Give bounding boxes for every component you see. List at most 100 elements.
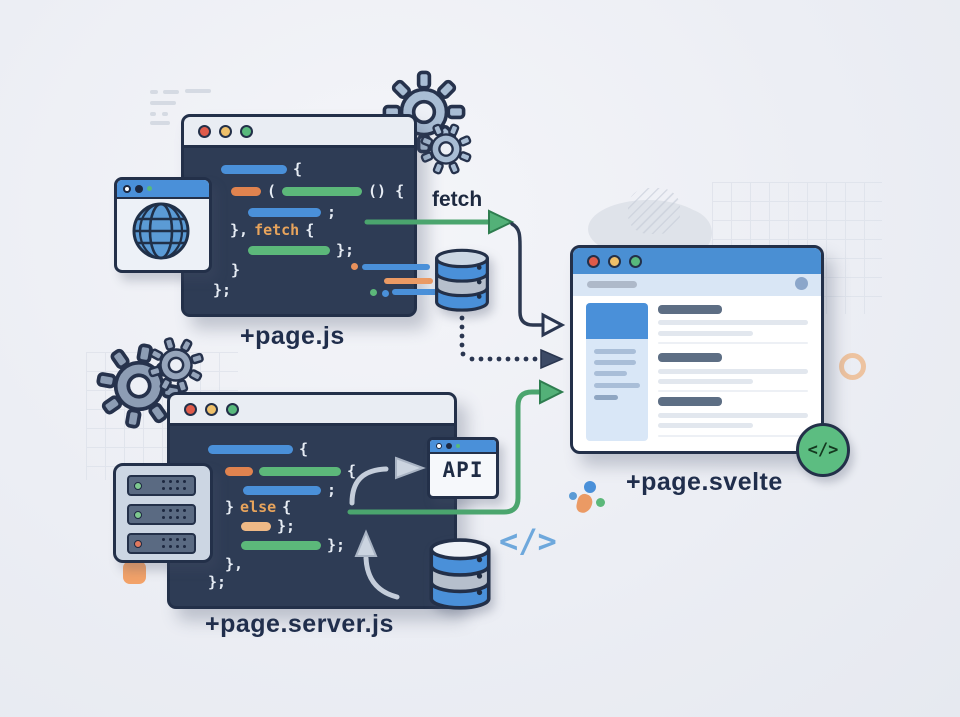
mini-dot-blue — [382, 290, 389, 297]
code-line: }; — [213, 283, 231, 298]
page-svelte-browser-window — [570, 245, 824, 454]
page-js-label: +page.js — [240, 322, 345, 350]
mini-dot-icon — [436, 443, 442, 449]
code-token: }; — [336, 241, 355, 259]
sidebar-hero-block — [586, 303, 648, 339]
dotted-db-connector — [459, 315, 564, 370]
gear-icon — [411, 114, 481, 184]
window-titlebar — [170, 395, 454, 426]
code-token: } — [225, 498, 235, 516]
code-pill-orange — [225, 466, 253, 476]
mini-bar-orange — [384, 278, 433, 284]
content-line — [658, 413, 808, 418]
code-pill-blue — [248, 207, 321, 217]
code-pill-green — [259, 466, 341, 476]
code-pill-blue — [208, 444, 293, 454]
decor-dot-green — [596, 498, 605, 507]
code-line: ( () { — [231, 182, 405, 200]
content-line — [658, 320, 808, 325]
code-token: ; — [327, 481, 337, 499]
vent-dots — [162, 537, 188, 550]
code-badge-icon: </> — [796, 423, 850, 477]
avatar — [795, 277, 808, 290]
code-line: }; — [241, 536, 346, 554]
status-led-green — [134, 510, 142, 519]
browser-titlebar — [573, 248, 821, 277]
mini-window-header — [117, 180, 209, 199]
mini-dot-orange — [351, 263, 358, 270]
text-dash-decor — [150, 112, 156, 116]
code-line: }, fetch { — [230, 221, 314, 239]
code-slash-glyph: </> — [499, 522, 557, 560]
content-line — [658, 379, 753, 384]
code-pill-green — [282, 186, 363, 196]
browser-globe-icon — [114, 177, 212, 273]
client-load-connector — [510, 222, 566, 338]
code-token: }; — [327, 536, 346, 554]
code-token: }; — [277, 517, 296, 535]
code-line: } else { — [225, 498, 292, 516]
orange-ring-decor — [839, 353, 866, 380]
code-badge-glyph: </> — [807, 440, 839, 460]
code-token: }, — [230, 221, 249, 239]
mini-dot-green — [370, 289, 377, 296]
code-line: { — [208, 440, 309, 458]
code-keyword-fetch: fetch — [254, 221, 300, 239]
mini-window-header — [430, 440, 496, 454]
code-token: }; — [208, 573, 227, 591]
server-unit — [127, 533, 196, 554]
code-pill-blue — [221, 164, 287, 174]
code-token: { — [299, 440, 309, 458]
decor-dot-blue-small — [569, 492, 577, 500]
mini-bar-blue — [392, 289, 439, 295]
content-heading-bar — [658, 353, 722, 362]
hatch-texture — [628, 188, 680, 234]
text-dash-decor — [150, 90, 158, 94]
content-line — [658, 369, 808, 374]
text-dash-decor — [150, 101, 176, 105]
code-line: }; — [241, 517, 296, 535]
code-line: { — [221, 162, 302, 177]
mini-dot-icon — [446, 443, 452, 449]
code-token: () { — [368, 182, 405, 200]
code-token: } — [231, 261, 241, 279]
maximize-dot-icon — [629, 254, 642, 268]
code-token: ( — [267, 182, 277, 200]
code-pill-orange — [231, 186, 261, 196]
content-line — [658, 423, 753, 428]
content-rule — [658, 435, 808, 437]
close-dot-icon — [587, 254, 600, 268]
close-dot-icon — [198, 124, 211, 138]
code-pill-light-orange — [241, 521, 271, 531]
mini-bar-blue — [362, 264, 430, 270]
minimize-dot-icon — [219, 124, 232, 138]
mini-dot-icon — [135, 184, 143, 193]
content-heading-bar — [658, 305, 722, 314]
url-bar-pill — [587, 281, 637, 288]
code-line: }, — [225, 557, 243, 572]
fetch-arrow-label: fetch — [432, 188, 483, 211]
maximize-dot-icon — [240, 124, 253, 138]
sidebar-line — [594, 383, 640, 388]
code-line: ; — [248, 205, 336, 220]
text-dash-decor — [162, 112, 168, 116]
code-token: { — [282, 498, 292, 516]
database-icon-top — [435, 248, 489, 312]
sidebar-line — [594, 360, 636, 365]
mini-dot-icon — [147, 186, 152, 191]
page-svelte-label: +page.svelte — [626, 468, 783, 496]
mini-dot-icon — [456, 444, 460, 448]
api-endpoint-box: API — [427, 437, 499, 499]
minimize-dot-icon — [608, 254, 621, 268]
window-titlebar — [184, 117, 414, 148]
server-rack-icon — [113, 463, 213, 563]
code-pill-blue — [243, 485, 321, 495]
minimize-dot-icon — [205, 402, 218, 416]
sidebar-line — [594, 349, 636, 354]
content-line — [658, 331, 753, 336]
code-token: { — [347, 462, 357, 480]
code-pill-green — [248, 245, 330, 255]
mini-dot-icon — [123, 184, 131, 193]
page-js-editor-window: { ( () { ; }, fetch { }; } }; — [181, 114, 417, 317]
